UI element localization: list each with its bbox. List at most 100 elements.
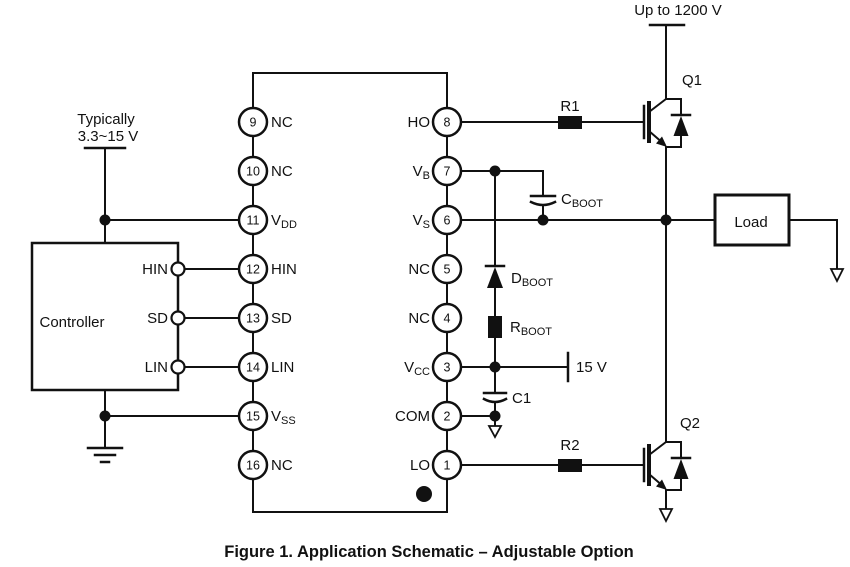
cboot-vs-junction-dot xyxy=(537,214,549,226)
dboot-label: DBOOT xyxy=(511,270,553,289)
svg-text:VS: VS xyxy=(413,212,430,231)
pin-9: 9 NC xyxy=(237,106,293,138)
load-block: Load xyxy=(713,193,845,284)
svg-text:VDD: VDD xyxy=(271,212,297,231)
pin-11: 11 VDD xyxy=(237,204,297,236)
igbt-q2 xyxy=(642,219,692,524)
pin-10: 10 NC xyxy=(237,155,293,187)
q2-ground-arrow xyxy=(658,489,674,524)
r2-label: R2 xyxy=(560,437,579,454)
pin-12: 12 HIN xyxy=(237,253,297,285)
controller-port-label-sd: SD xyxy=(147,310,168,327)
com-ground-arrow xyxy=(487,415,503,439)
pin-5: 5 NC xyxy=(408,253,463,285)
capacitor-c1 xyxy=(482,366,508,417)
load-ground-arrow xyxy=(829,268,845,284)
pin-16: 16 NC xyxy=(237,449,293,481)
q1-label: Q1 xyxy=(682,72,702,89)
pin-13: 13 SD xyxy=(237,302,292,334)
svg-text:SD: SD xyxy=(271,310,292,327)
c1-label: C1 xyxy=(512,390,531,407)
resistor-r2 xyxy=(558,459,582,472)
output-wiring xyxy=(460,116,716,472)
svg-text:7: 7 xyxy=(444,165,451,179)
load-box xyxy=(713,193,791,247)
controller-title: Controller xyxy=(39,314,104,331)
vcc-supply-label: 15 V xyxy=(576,359,607,376)
svg-text:3: 3 xyxy=(444,361,451,375)
pin-14: 14 LIN xyxy=(237,351,294,383)
svg-text:HO: HO xyxy=(408,114,431,131)
cboot-label: CBOOT xyxy=(561,191,603,210)
q2-collector-diag xyxy=(647,440,668,457)
svg-text:8: 8 xyxy=(444,116,451,130)
svg-text:12: 12 xyxy=(246,263,260,277)
pin-7: 7 VB xyxy=(413,155,463,187)
svg-text:11: 11 xyxy=(247,214,260,228)
pin-1: 1 LO xyxy=(410,449,463,481)
svg-text:LO: LO xyxy=(410,457,430,474)
svg-text:NC: NC xyxy=(408,261,430,278)
pin1-marker-dot xyxy=(416,486,432,502)
pin-8: 8 HO xyxy=(408,106,463,138)
q1-collector-diag xyxy=(647,97,668,114)
pin-3: 3 VCC xyxy=(404,351,463,383)
phase-node-dot xyxy=(660,214,672,226)
ic-left-pins: 9 NC 10 NC 11 VDD 12 HIN 13 SD 14 LIN xyxy=(237,106,297,481)
bus-voltage-label: Up to 1200 V xyxy=(634,2,722,19)
svg-text:6: 6 xyxy=(444,214,451,228)
svg-text:COM: COM xyxy=(395,408,430,425)
svg-text:HIN: HIN xyxy=(271,261,297,278)
svg-text:15: 15 xyxy=(246,410,260,424)
controller-box: Controller HIN SD LIN xyxy=(30,241,186,392)
supply-label-line1: Typically xyxy=(77,111,135,128)
figure-caption: Figure 1. Application Schematic – Adjust… xyxy=(224,543,634,561)
controller-port-hin xyxy=(170,261,186,277)
diode-dboot xyxy=(484,264,506,288)
pin-2: 2 COM xyxy=(395,400,463,432)
svg-text:VB: VB xyxy=(413,163,430,182)
ic-right-pins: 8 HO 7 VB 6 VS 5 NC 4 NC 3 VCC xyxy=(395,106,463,481)
resistor-rboot xyxy=(488,316,502,338)
supply-label-line2: 3.3~15 V xyxy=(78,128,138,145)
svg-text:10: 10 xyxy=(246,165,260,179)
controller-port-label-lin: LIN xyxy=(145,359,168,376)
pin-6: 6 VS xyxy=(413,204,463,236)
capacitor-cboot xyxy=(529,170,557,221)
controller-port-label-hin: HIN xyxy=(142,261,168,278)
controller-port-lin xyxy=(170,359,186,375)
q1-emitter-arrow xyxy=(656,136,667,147)
svg-text:LIN: LIN xyxy=(271,359,294,376)
svg-text:2: 2 xyxy=(444,410,451,424)
q2-freewheel-diode xyxy=(665,441,692,491)
q1-freewheel-diode xyxy=(665,98,692,148)
svg-text:4: 4 xyxy=(444,312,451,326)
igbt-q1 xyxy=(642,23,692,221)
svg-text:1: 1 xyxy=(444,459,451,473)
controller-supply-wiring xyxy=(83,146,240,464)
resistor-r1 xyxy=(558,116,582,129)
ic-outline xyxy=(252,72,448,513)
svg-text:9: 9 xyxy=(250,116,257,130)
q2-emitter-arrow xyxy=(656,479,667,490)
r1-label: R1 xyxy=(560,98,579,115)
pin-15: 15 VSS xyxy=(237,400,296,432)
load-label: Load xyxy=(734,214,767,231)
svg-text:5: 5 xyxy=(444,263,451,277)
bootstrap-network xyxy=(482,165,570,439)
svg-text:14: 14 xyxy=(246,361,260,375)
svg-text:13: 13 xyxy=(246,312,260,326)
svg-text:VCC: VCC xyxy=(404,359,430,378)
earth-ground-symbol xyxy=(86,446,124,464)
svg-text:NC: NC xyxy=(408,310,430,327)
svg-text:VSS: VSS xyxy=(271,408,296,427)
svg-text:16: 16 xyxy=(246,459,260,473)
q2-label: Q2 xyxy=(680,415,700,432)
svg-text:NC: NC xyxy=(271,457,293,474)
rboot-label: RBOOT xyxy=(510,319,552,338)
svg-text:NC: NC xyxy=(271,114,293,131)
pin-4: 4 NC xyxy=(408,302,463,334)
controller-port-sd xyxy=(170,310,186,326)
